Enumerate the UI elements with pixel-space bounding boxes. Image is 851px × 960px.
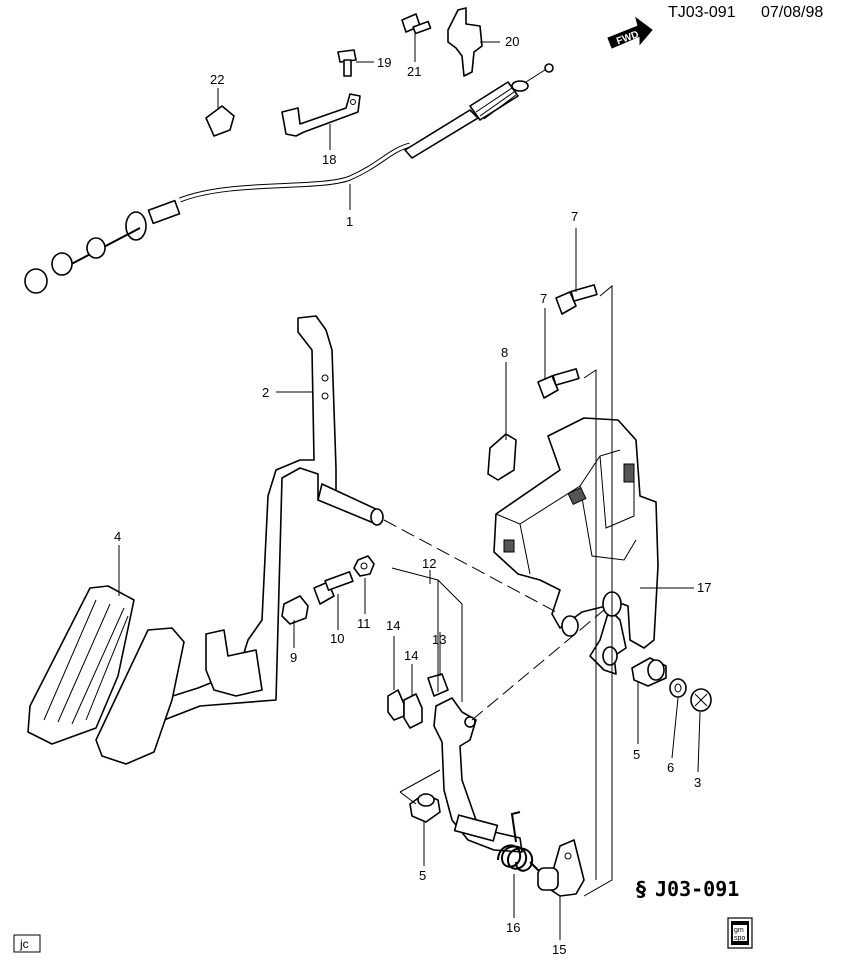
clip-3 xyxy=(690,688,712,712)
bushing-5-right xyxy=(631,657,667,687)
callout-10: 10 xyxy=(330,631,344,646)
callout-14-upper: 14 xyxy=(386,618,400,633)
callout-22: 22 xyxy=(210,72,224,87)
section-mark-icon: § xyxy=(636,877,646,901)
initials-box: jc xyxy=(13,934,41,953)
callout-13: 13 xyxy=(432,632,446,647)
callout-5-right: 5 xyxy=(633,747,640,762)
callout-20: 20 xyxy=(505,34,519,49)
clip-22 xyxy=(205,105,235,137)
clip-14-left xyxy=(387,689,405,721)
washer-6 xyxy=(669,678,687,698)
callout-19: 19 xyxy=(377,55,391,70)
callout-16: 16 xyxy=(506,920,520,935)
drawing-date: 07/08/98 xyxy=(761,4,823,21)
fwd-arrow-icon: FWD xyxy=(607,16,653,49)
bolt-21 xyxy=(401,13,432,35)
callout-3: 3 xyxy=(694,775,701,790)
section-code: § J03-091 xyxy=(636,877,739,901)
fwd-label: FWD xyxy=(615,29,640,47)
callout-7-upper: 7 xyxy=(571,209,578,224)
callout-5-lower: 5 xyxy=(419,868,426,883)
callout-15: 15 xyxy=(552,942,566,957)
leader-lines xyxy=(118,34,701,940)
lever-assembly xyxy=(433,697,523,853)
bolt-7-lower xyxy=(537,368,580,399)
bushing-9 xyxy=(281,595,309,625)
callout-11: 11 xyxy=(357,616,371,631)
callout-1: 1 xyxy=(346,214,353,229)
clip-14-right xyxy=(403,693,423,729)
callout-numbers: 1 2 3 4 5 5 6 7 7 8 9 10 11 12 13 14 14 … xyxy=(114,34,711,957)
nut-11 xyxy=(353,555,375,577)
callout-18: 18 xyxy=(322,152,336,167)
logo-top-text: gm xyxy=(734,927,744,934)
mounting-bracket-17 xyxy=(493,417,659,675)
callout-21: 21 xyxy=(407,64,421,79)
callout-17: 17 xyxy=(697,580,711,595)
bolt-19 xyxy=(337,49,357,77)
pedal-arm-2 xyxy=(159,315,384,721)
logo-bottom-text: spo xyxy=(734,935,745,942)
bracket-20 xyxy=(447,7,483,77)
callout-7-lower: 7 xyxy=(540,291,547,306)
initials-text: jc xyxy=(19,937,29,951)
pedal-pad-4 xyxy=(27,585,185,765)
throttle-cable xyxy=(24,63,554,294)
shaft-15 xyxy=(537,839,585,897)
alignment-lines xyxy=(383,284,613,897)
callout-14-lower: 14 xyxy=(404,648,418,663)
callout-9: 9 xyxy=(290,650,297,665)
callout-6: 6 xyxy=(667,760,674,775)
callout-2: 2 xyxy=(262,385,269,400)
bolt-7-upper xyxy=(555,284,598,315)
stopper-pad-8 xyxy=(487,433,517,481)
callout-8: 8 xyxy=(501,345,508,360)
bolt-10 xyxy=(313,571,354,605)
callout-4: 4 xyxy=(114,529,121,544)
gm-spo-logo: gm spo xyxy=(727,917,753,949)
drawing-id: TJ03-091 xyxy=(668,4,736,21)
bushing-5-lower xyxy=(409,793,441,823)
section-code-text: J03-091 xyxy=(655,877,739,901)
callout-12: 12 xyxy=(422,556,436,571)
bracket-18 xyxy=(281,93,361,137)
